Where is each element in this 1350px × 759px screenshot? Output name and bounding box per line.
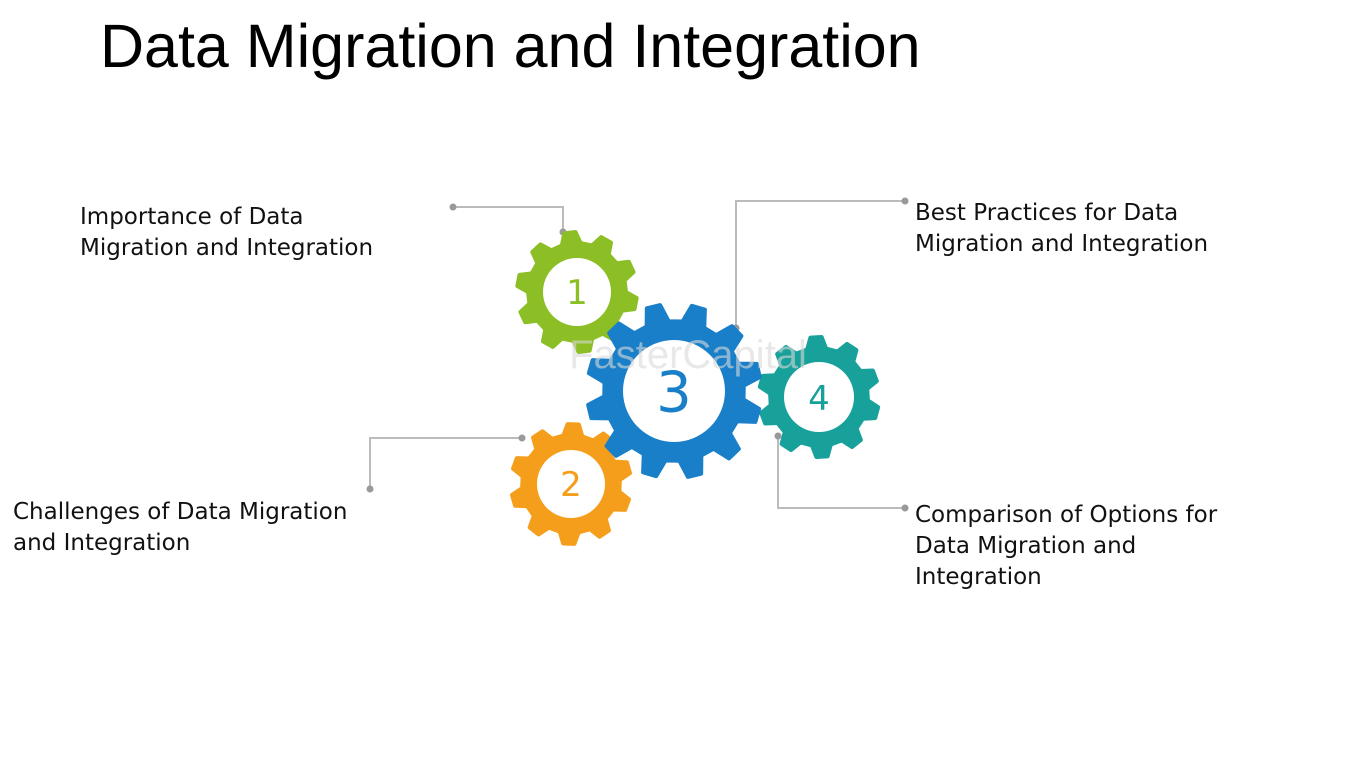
gear-1-hole <box>543 258 611 326</box>
label-importance: Importance of Data Migration and Integra… <box>80 202 373 264</box>
connectors <box>369 200 905 509</box>
gear-1-number: 1 <box>566 273 588 313</box>
label-comparison: Comparison of Options for Data Migration… <box>915 500 1217 593</box>
connector-line-1 <box>453 206 564 232</box>
gear-3-number: 3 <box>656 361 692 426</box>
gear-2-hole <box>537 450 605 518</box>
label-comparison-line-3: Integration <box>915 564 1042 590</box>
connector-dot-3a <box>901 197 909 205</box>
gear-4-hole <box>784 362 854 432</box>
label-challenges-line-1: Challenges of Data Migration <box>13 499 348 525</box>
connector-line-3 <box>735 200 905 328</box>
connector-dot-2a <box>518 434 526 442</box>
label-importance-line-2: Migration and Integration <box>80 235 374 261</box>
slide-title: Data Migration and Integration <box>100 12 921 80</box>
gear-3-hole <box>623 340 725 442</box>
label-challenges: Challenges of Data Migration and Integra… <box>13 497 347 559</box>
connector-line-2 <box>369 437 522 489</box>
label-importance-line-1: Importance of Data <box>80 204 304 230</box>
gear-1: 1 <box>515 230 639 354</box>
gear-3: 3 <box>586 303 762 479</box>
connector-line-4 <box>777 436 905 509</box>
connector-dot-4a <box>774 432 782 440</box>
label-comparison-line-2: Data Migration and <box>915 533 1137 559</box>
label-comparison-line-1: Comparison of Options for <box>915 502 1218 528</box>
label-best-practices-line-2: Migration and Integration <box>915 231 1209 257</box>
gear-2-number: 2 <box>560 465 582 505</box>
watermark-logo: FasterCapital <box>569 333 807 377</box>
gear-4-number: 4 <box>808 379 830 419</box>
connector-dot-4b <box>901 504 909 512</box>
label-best-practices-line-1: Best Practices for Data <box>915 200 1179 226</box>
connector-dot-2b <box>366 485 374 493</box>
gear-4: 4 <box>757 335 881 459</box>
connector-dot-1a <box>449 203 457 211</box>
label-best-practices: Best Practices for Data Migration and In… <box>915 198 1208 260</box>
label-challenges-line-2: and Integration <box>13 530 191 556</box>
gear-2: 2 <box>509 422 633 546</box>
